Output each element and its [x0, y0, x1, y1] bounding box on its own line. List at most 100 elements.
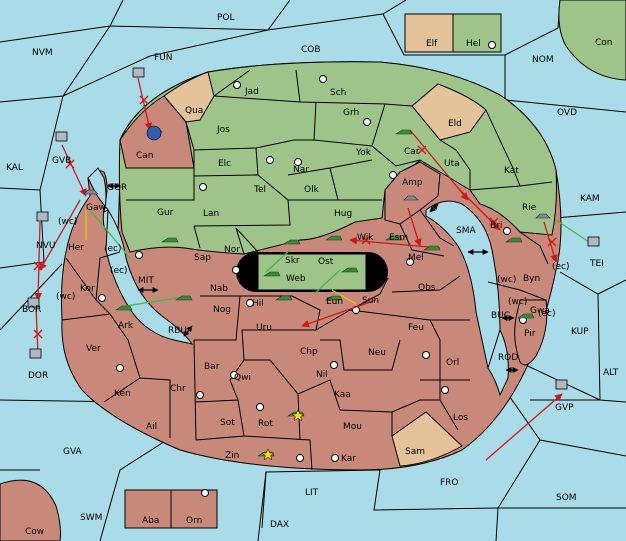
label-tei: TEI — [589, 259, 604, 269]
move-orders — [33, 77, 563, 461]
label-jad: Jad — [244, 87, 259, 97]
label-kup: KUP — [571, 327, 589, 337]
label-nom: NOM — [532, 55, 554, 65]
label-byn-wc: (wc) — [497, 275, 516, 285]
label-her: Her — [68, 243, 84, 253]
label-fro: FRO — [440, 478, 459, 488]
label-kam: KAM — [580, 194, 600, 204]
label-yok: Yok — [355, 148, 372, 158]
label-chp: Chp — [300, 347, 318, 357]
gvp-unit-icon — [555, 379, 568, 390]
fun-unit-icon — [132, 67, 145, 78]
label-gvp: GVP — [555, 403, 574, 413]
army-icon — [115, 305, 133, 311]
label-som: SOM — [556, 493, 577, 503]
label-nar: Nar — [293, 165, 309, 175]
fleet-icon — [403, 195, 419, 201]
label-gwa: Gwa — [530, 306, 550, 316]
label-rbu: RBU — [168, 326, 187, 336]
label-nor: Nor — [224, 245, 240, 255]
label-gur: Gur — [157, 208, 174, 218]
label-kor-wc: (wc) — [56, 292, 75, 302]
label-nab: Nab — [210, 284, 228, 294]
dor-unit-icon — [29, 348, 42, 359]
army-icon — [341, 267, 359, 273]
label-dax: DAX — [270, 520, 289, 530]
label-tel: Tel — [253, 185, 266, 195]
army-icon — [325, 235, 343, 241]
bor-unit-icon — [27, 297, 40, 308]
label-cob: COB — [301, 45, 321, 55]
label-wik: Wik — [357, 233, 374, 243]
label-nog: Nog — [213, 305, 231, 315]
label-mel: Mel — [408, 253, 424, 263]
label-olk: Olk — [304, 185, 320, 195]
label-hug: Hug — [334, 209, 352, 219]
label-gaw: Gaw — [86, 203, 106, 213]
label-nvu: NVU — [36, 241, 55, 251]
label-gaw-wc: (wc) — [58, 217, 77, 227]
label-neu: Neu — [368, 348, 386, 358]
coast-labels: (wc) (ec) (wc) (ec) (wc) (wc) (ec) (ec) — [56, 217, 570, 319]
label-mit: MIT — [138, 276, 154, 286]
label-aba: Aba — [142, 516, 159, 526]
label-kar: Kar — [341, 454, 356, 464]
label-sch: Sch — [330, 88, 346, 98]
label-kat: Kat — [504, 166, 519, 176]
label-grh: Grh — [343, 108, 359, 118]
cancel-marks — [33, 95, 557, 339]
eld-region — [411, 83, 487, 141]
label-nil: Nil — [316, 370, 328, 380]
label-rie-ec: (ec) — [552, 262, 570, 272]
army-icon — [505, 237, 523, 243]
label-hil: Hil — [252, 299, 264, 309]
label-gva: GVA — [63, 447, 83, 457]
label-bor: BOR — [22, 305, 41, 315]
supply-centers — [98, 41, 527, 497]
label-kaa: Kaa — [334, 390, 351, 400]
land-labels: Jad Sch Qua Jos Grh Eld Can Elc Nar Yok … — [68, 87, 550, 464]
label-rie: Rie — [522, 203, 537, 213]
army-icon — [175, 295, 193, 301]
label-esm: Esm — [389, 233, 408, 243]
passage-arrows — [107, 183, 519, 373]
label-orl: Orl — [446, 358, 459, 368]
label-gaw-ec: (ec) — [104, 244, 122, 254]
label-sam: Sam — [405, 447, 425, 457]
label-bri: Bri — [490, 221, 502, 231]
retreat-icons — [27, 67, 600, 390]
label-qua: Qua — [185, 106, 203, 116]
label-pol: POL — [217, 13, 235, 23]
label-elf: Elf — [426, 39, 438, 49]
support-orders — [89, 209, 593, 307]
label-web: Web — [286, 274, 306, 284]
label-bar: Bar — [204, 362, 220, 372]
label-gor: GOR — [107, 183, 127, 193]
gor-strait — [87, 167, 109, 213]
label-qwi: Qwi — [234, 373, 251, 383]
label-ost: Ost — [318, 257, 334, 267]
qua-region — [163, 71, 215, 123]
army-icon — [263, 271, 281, 277]
fleet-icon — [83, 189, 99, 195]
label-mou: Mou — [343, 422, 362, 432]
label-sma: SMA — [456, 226, 476, 236]
label-con: Con — [595, 38, 613, 48]
label-sap: Sap — [194, 253, 211, 263]
label-hel: Hel — [466, 39, 481, 49]
army-icon — [283, 239, 301, 245]
sea-labels: POL NVM FUN COB NOM Con OVD KAL KAM GOR … — [6, 13, 619, 537]
central-lake — [236, 252, 388, 292]
label-uru: Uru — [256, 323, 272, 333]
label-swm: SWM — [80, 513, 102, 523]
gvb-unit-icon — [55, 131, 68, 142]
army-icon — [161, 237, 179, 243]
label-buc: BUC — [491, 311, 510, 321]
label-fun: FUN — [154, 53, 173, 63]
sma-sea-continuation — [487, 328, 509, 397]
label-chr: Chr — [170, 384, 186, 394]
label-gwa-ec: (ec) — [538, 309, 556, 319]
army-icon — [385, 235, 403, 241]
label-pir: Pir — [524, 329, 536, 339]
